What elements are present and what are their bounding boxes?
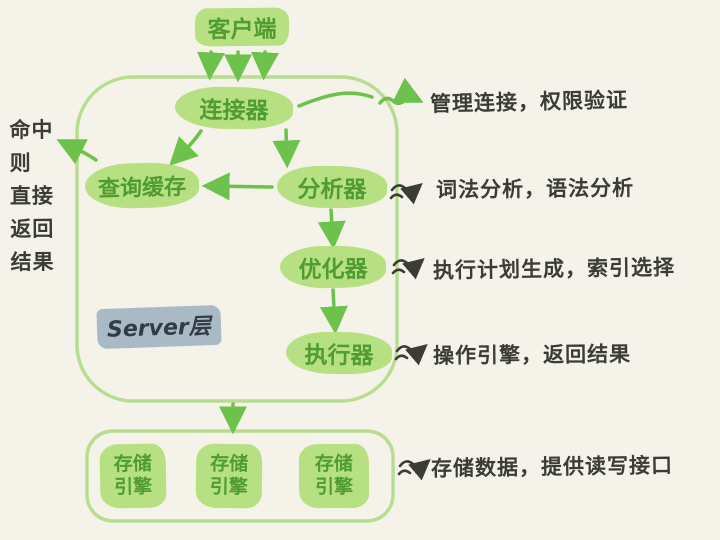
arrow-client-to-server-3	[250, 50, 279, 81]
arrow-query-cache-to-hit-note	[56, 139, 98, 165]
arrow-client-to-server-1	[196, 50, 225, 81]
arrow-connector-to-query-cache	[169, 129, 203, 166]
squiggle-executor-note	[395, 343, 428, 366]
arrow-connector-to-analyzer	[272, 128, 301, 169]
annotation-cache-hit: 命中 则 直接 返回 结果	[9, 117, 55, 275]
squiggle-analyzer-note	[390, 182, 423, 205]
annotation-storage: 存储数据，提供读写接口	[430, 453, 674, 481]
node-query-cache: 查询缓存	[84, 161, 200, 210]
node-storage-engine-1: 存储 引擎	[99, 443, 167, 509]
node-storage-engine-2: 存储 引擎	[195, 443, 263, 509]
node-executor: 执行器	[285, 331, 393, 375]
squiggle-storage-note-2	[397, 469, 412, 476]
node-analyzer: 分析器	[276, 165, 388, 209]
squiggle-storage-note	[398, 458, 431, 481]
annotation-connector: 管理连接，权限验证	[429, 87, 629, 117]
node-connector: 连接器	[174, 86, 294, 130]
annotation-analyzer: 词法分析，语法分析	[435, 175, 635, 203]
squiggle-optimizer-note-2	[391, 268, 406, 275]
server-layer-label: Server层	[96, 304, 222, 350]
arrow-analyzer-to-query-cache	[201, 172, 274, 201]
squiggle-optimizer-note	[392, 257, 425, 280]
node-client: 客户端	[194, 7, 290, 47]
arrow-connector-to-note	[297, 91, 374, 108]
arrow-optimizer-to-executor	[319, 288, 348, 335]
annotation-optimizer: 执行计划生成，索引选择	[432, 255, 676, 283]
squiggle-analyzer-note-2	[389, 193, 404, 200]
squiggle-connector-note	[378, 77, 424, 105]
annotation-executor: 操作引擎，返回结果	[432, 342, 632, 368]
node-optimizer: 优化器	[279, 245, 387, 289]
node-storage-engine-3: 存储 引擎	[298, 443, 370, 509]
squiggle-executor-note-2	[394, 354, 409, 361]
arrow-analyzer-to-optimizer	[317, 208, 346, 250]
